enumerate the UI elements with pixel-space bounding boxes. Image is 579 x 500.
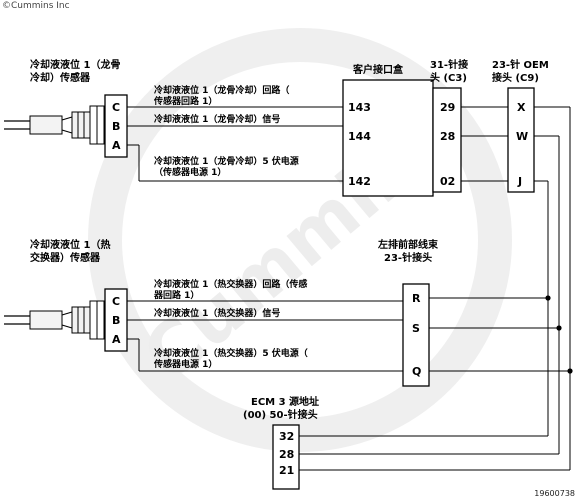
sensor-1-pin-b: B [112,120,120,133]
wire-top-3-line1: 冷却液液位 1（龙骨冷却）5 伏电源 [154,157,299,167]
ecm-pin-32: 32 [279,430,294,443]
sensor-2-pin-c: C [112,295,120,308]
harness-title-line2: 23-针接头 [384,253,433,264]
c3-pin-02: 02 [440,175,455,188]
copyright-text: ©Cummins Inc [2,1,70,11]
sensor-1-pin-c: C [112,101,120,114]
wires-bottom [127,297,570,471]
customer-box [342,79,434,197]
customer-box-title: 客户接口盒 [353,65,403,76]
conn-c3 [432,87,462,193]
ecm-pin-28: 28 [279,448,294,461]
c9-pin-x: X [517,101,526,114]
ecm-title-line1: ECM 3 源地址 [251,397,320,408]
customer-pin-143: 143 [348,101,371,114]
wire-bottom-1-line2: 器回路 1） [154,291,200,301]
harness-pin-s: S [412,322,420,335]
sensor-1-body [4,105,105,145]
c9-title-line1: 23-针 OEM [492,60,549,71]
wire-top-1-line1: 冷却液液位 1（龙骨冷却）回路（ [154,86,290,96]
harness-connector [402,283,430,387]
harness-pin-q: Q [412,365,421,378]
c3-pin-29: 29 [440,101,455,114]
sensor-1-pin-a: A [112,139,121,152]
wire-top-3-line2: （传感器电源 1） [154,168,227,178]
c3-title-line2: 头 (C3) [430,73,467,84]
wire-top-2-line1: 冷却液液位 1（龙骨冷却）信号 [154,115,281,125]
sensor-2-title-line2: 交换器）传感器 [30,253,100,264]
sensor-1-title-line1: 冷却液液位 1（龙骨 [30,60,121,71]
customer-pin-142: 142 [348,175,371,188]
sensor-2-pin-b: B [112,314,120,327]
wire-bottom-1-line1: 冷却液液位 1（热交换器）回路（传感 [154,280,308,290]
wire-bottom-2-line1: 冷却液液位 1（热交换器）信号 [154,309,281,319]
figure-number: 19600738 [534,489,575,498]
c3-pin-28: 28 [440,130,455,143]
c9-title-line2: 接头 (C9) [492,73,539,84]
wire-bottom-3-line2: 传感器电源 1） [154,360,218,370]
sensor-2-body [4,300,105,340]
wire-bottom-3-line1: 冷却液液位 1（热交换器）5 伏电源（ [154,349,308,359]
sensor-1-title-line2: 冷却）传感器 [30,73,90,84]
c9-pin-j: J [517,175,522,188]
sensor-2-title-line1: 冷却液液位 1（热 [30,240,111,251]
sensor-2-pin-a: A [112,333,121,346]
harness-pin-r: R [412,292,421,305]
ecm-connector [272,424,300,490]
harness-title-line1: 左排前部线束 [378,240,438,251]
ecm-title-line2: (00) 50-针接头 [243,410,318,421]
wire-top-1-line2: 传感器回路 1） [154,97,218,107]
conn-c9 [507,87,535,193]
junction-dots [545,295,573,374]
c3-title-line1: 31-针接 [430,60,469,71]
ecm-pin-21: 21 [279,464,294,477]
c9-pin-w: W [516,130,528,143]
wires-top [127,106,571,470]
customer-pin-144: 144 [348,130,371,143]
